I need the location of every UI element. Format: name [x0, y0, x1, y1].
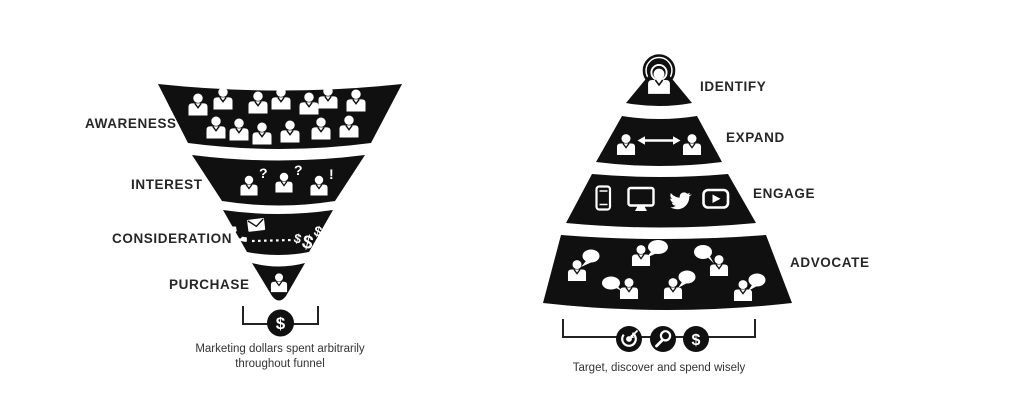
stage-label-purchase: PURCHASE: [169, 277, 250, 292]
stage-label-consideration: CONSIDERATION: [112, 231, 233, 246]
expand-segment: [596, 116, 722, 166]
monitor-icon: [627, 186, 655, 211]
right-bracket: $: [562, 319, 756, 352]
video-play-icon: [702, 188, 730, 209]
questioning-people-icon: ? ? !: [239, 162, 334, 197]
interest-segment: ? ? !: [192, 155, 365, 206]
svg-text:!: !: [329, 166, 334, 182]
identify-segment: [626, 54, 692, 106]
purchase-segment: [252, 263, 305, 301]
svg-text:$: $: [692, 332, 701, 349]
svg-text:?: ?: [259, 165, 268, 181]
target-icon: [616, 326, 642, 352]
dollar-circle-icon: $: [267, 309, 294, 337]
awareness-segment: [158, 84, 402, 149]
magnifier-icon: [650, 326, 676, 352]
dollar-circle-icon: $: [683, 326, 709, 352]
envelope-icon: [247, 218, 266, 232]
broadcast-person-icon: [626, 54, 692, 106]
engage-segment: [566, 174, 756, 228]
left-caption-line1: Marketing dollars spent arbitrarily: [195, 343, 365, 355]
smartphone-icon: [595, 185, 612, 211]
right-funnel: $: [543, 54, 792, 352]
left-funnel: ? ? ! $ $ $: [158, 84, 402, 337]
dotted-line: [251, 238, 294, 243]
advocate-segment: [543, 235, 792, 310]
twitter-bird-icon: [670, 192, 692, 210]
svg-text:$: $: [312, 222, 324, 239]
two-people-arrow-icon: [616, 133, 702, 156]
speech-bubble-people-icon: [567, 240, 766, 302]
svg-text:$: $: [276, 314, 286, 333]
right-funnel-caption: Target, discover and spend wisely: [529, 361, 789, 376]
stage-label-interest: INTEREST: [131, 177, 203, 192]
stage-label-awareness: AWARENESS: [85, 116, 177, 131]
svg-text:$: $: [292, 230, 303, 246]
consideration-segment: $ $ $: [223, 210, 333, 255]
left-bracket: $: [242, 306, 319, 337]
left-funnel-caption: Marketing dollars spent arbitrarily thro…: [150, 342, 410, 372]
right-caption-line1: Target, discover and spend wisely: [572, 362, 746, 374]
phone-icon: [231, 226, 247, 242]
stage-label-advocate: ADVOCATE: [790, 255, 870, 270]
stage-label-engage: ENGAGE: [753, 186, 816, 201]
stage-label-expand: EXPAND: [726, 130, 785, 145]
left-caption-line2: throughout funnel: [235, 358, 325, 370]
svg-text:?: ?: [294, 162, 303, 178]
stage-label-identify: IDENTIFY: [700, 79, 767, 94]
